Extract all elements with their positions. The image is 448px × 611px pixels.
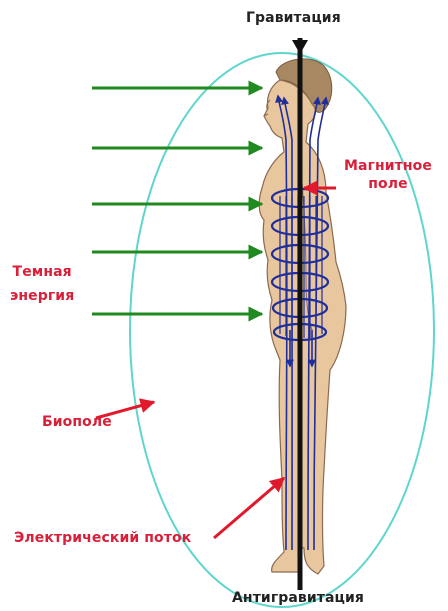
dark-energy-arrows bbox=[92, 88, 262, 314]
magnetic-field-label: Магнитное поле bbox=[344, 158, 432, 193]
biofield-label: Биополе bbox=[42, 414, 112, 432]
body-silhouette bbox=[259, 80, 346, 574]
magnetic-field-label-line1: Магнитное bbox=[344, 158, 432, 176]
gravity-arrowhead bbox=[292, 40, 308, 54]
magnetic-field-label-line2: поле bbox=[344, 176, 432, 194]
gravity-label: Гравитация bbox=[246, 10, 341, 28]
antigravity-label: Антигравитация bbox=[232, 590, 364, 608]
dark-energy-label-line2: энергия bbox=[10, 288, 74, 306]
electric-pointer-arrow bbox=[214, 478, 284, 538]
dark-energy-label-line1: Темная bbox=[10, 264, 74, 282]
dark-energy-label: Темная энергия bbox=[10, 264, 74, 305]
electric-flow-label: Электрический поток bbox=[14, 530, 191, 548]
